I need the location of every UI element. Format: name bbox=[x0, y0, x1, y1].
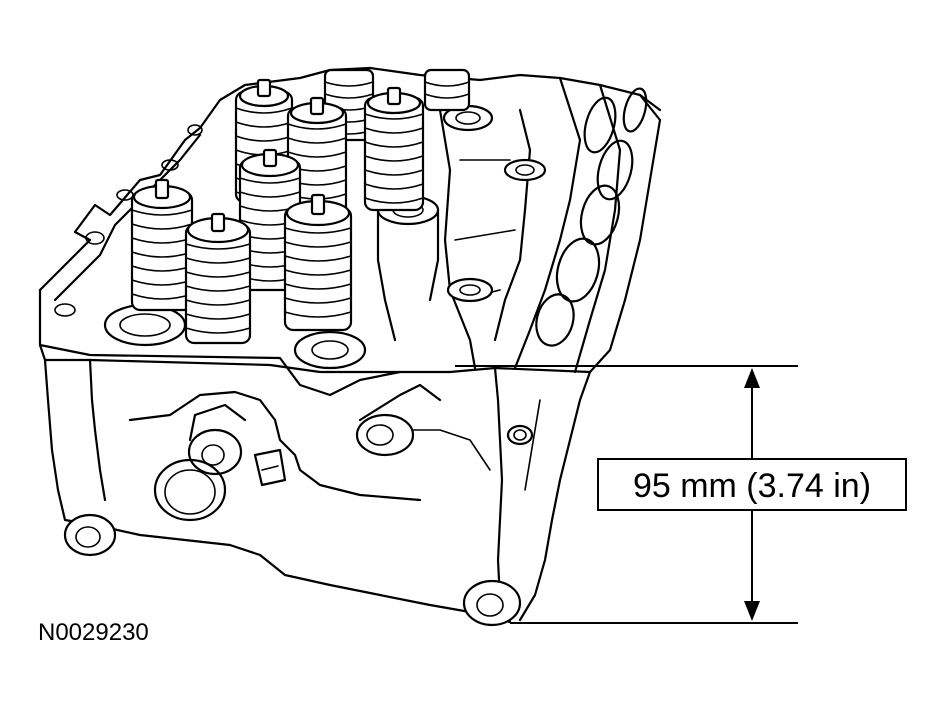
front-face-features bbox=[153, 383, 534, 522]
head-front-face bbox=[38, 288, 592, 374]
height-dimension: 95 mm (3.74 in) bbox=[455, 365, 907, 624]
head-top-rail bbox=[38, 66, 662, 292]
head-left-skirt bbox=[43, 358, 512, 624]
head-right-side bbox=[513, 76, 582, 370]
dimension-arrow-up-icon bbox=[744, 368, 760, 388]
dimension-arrow-down-icon bbox=[744, 601, 760, 621]
valve-spring bbox=[363, 86, 425, 212]
valve-spring bbox=[286, 96, 348, 222]
cylinder-head-illustration bbox=[38, 66, 662, 627]
valve-spring bbox=[283, 193, 353, 332]
dimension-label-box bbox=[597, 458, 907, 511]
valve-spring bbox=[184, 212, 252, 345]
dimension-label: 95 mm (3.74 in) bbox=[633, 467, 871, 505]
figure-reference-code: N0029230 bbox=[38, 619, 149, 646]
valve-spring bbox=[423, 68, 471, 112]
valve-spring bbox=[130, 178, 194, 312]
intake-ports bbox=[535, 87, 648, 347]
valve-springs bbox=[130, 68, 471, 345]
